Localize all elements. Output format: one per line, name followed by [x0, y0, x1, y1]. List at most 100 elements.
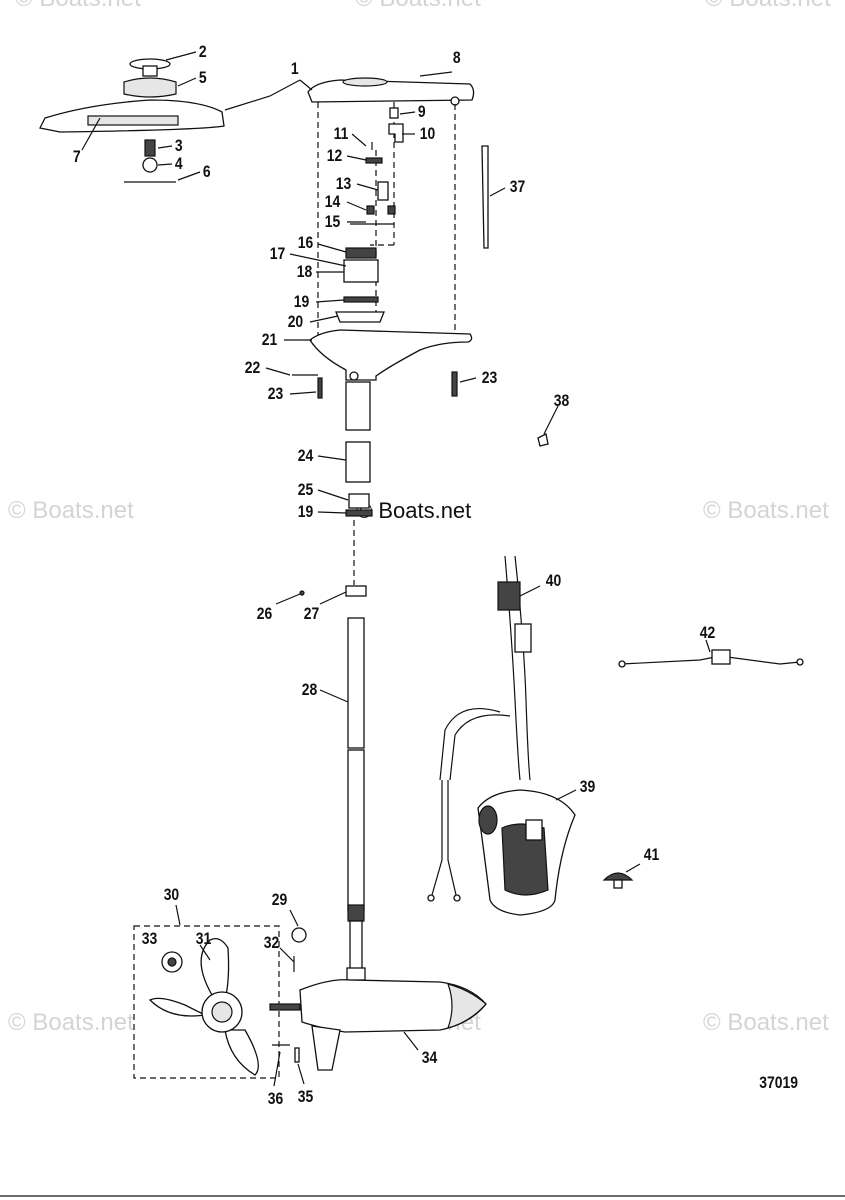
shaft-spring-part — [347, 904, 365, 922]
knob-cap-stem-part — [613, 879, 623, 889]
callout-label: 19 — [294, 293, 310, 312]
callout-label: 13 — [336, 175, 352, 194]
pin-part — [317, 377, 323, 399]
watermark-text: © Boats.net — [705, 0, 831, 12]
foot-pedal-button-part — [525, 819, 543, 841]
shaft-collar-part — [345, 381, 371, 431]
callout-label: 23 — [268, 385, 284, 404]
callout-label: 8 — [453, 49, 461, 68]
callout-label: 20 — [288, 313, 303, 332]
callout-label: 27 — [304, 605, 319, 624]
composite-shaft-part — [347, 617, 365, 749]
terminal-ring-part — [796, 658, 804, 666]
cable-plug-part — [514, 623, 532, 653]
propeller-washer-part — [291, 927, 307, 943]
clip-part — [365, 157, 383, 164]
callout-label: 9 — [418, 103, 426, 122]
callout-label: 39 — [580, 778, 596, 797]
gear-part — [345, 247, 377, 259]
spring-part — [144, 139, 156, 157]
bearing-ring-part — [343, 296, 379, 303]
top-cover-recess-part — [342, 77, 388, 87]
callout-label: 7 — [73, 148, 81, 167]
composite-shaft-part — [347, 749, 365, 911]
callout-label: 34 — [422, 1049, 438, 1068]
fitting-part — [389, 107, 399, 119]
connector-part — [388, 123, 404, 143]
callout-label: 3 — [175, 137, 183, 156]
shaft-sleeve-part — [345, 441, 371, 483]
power-lead-part — [449, 714, 511, 781]
diagram-id: 37019 — [759, 1074, 798, 1093]
callout-label: 42 — [700, 624, 716, 643]
propeller-blade-part — [224, 1029, 259, 1076]
battery-lead-part — [621, 655, 801, 665]
bushing-part — [345, 509, 373, 517]
watermark-text: © Boats.net — [703, 1009, 829, 1036]
watermark-text: © Boats.net — [15, 0, 141, 12]
callout-label: 6 — [203, 163, 211, 182]
callout-labels: 2 5 3 4 6 7 1 8 9 10 11 12 13 14 15 16 1… — [73, 43, 716, 1109]
foot-pedal-knob-part — [478, 805, 498, 835]
power-lead-part — [431, 780, 443, 896]
callout-label: 41 — [644, 846, 660, 865]
housing-hole-part — [349, 371, 359, 381]
watermark-text: © Boats.net — [703, 497, 829, 524]
callout-label: 22 — [245, 359, 261, 378]
set-screw-part — [299, 590, 305, 596]
callout-label: 25 — [298, 481, 314, 500]
callout-label: 15 — [325, 213, 341, 232]
watermark-text: © Boats.net — [8, 497, 134, 524]
callout-label: 2 — [199, 43, 207, 62]
power-lead-part — [447, 780, 457, 896]
callout-label: 36 — [268, 1090, 284, 1109]
callout-label: 24 — [298, 447, 314, 466]
screw-part — [387, 205, 396, 215]
propeller-nut-center-part — [167, 957, 177, 967]
parts-layer — [39, 58, 804, 1079]
cap-part — [537, 433, 549, 447]
bearing-base-part — [335, 311, 385, 323]
sensor-part — [377, 181, 389, 201]
callout-label: 29 — [272, 891, 288, 910]
callout-label: 40 — [546, 572, 561, 591]
callout-label: 37 — [510, 178, 525, 197]
motor-skeg-part — [311, 1025, 341, 1071]
terminal-ring-part — [618, 660, 626, 668]
foot-pedal-pad-part — [501, 823, 549, 896]
fuse-holder-part — [711, 649, 731, 665]
callout-label: 1 — [291, 60, 299, 79]
shaft-end-part — [346, 967, 366, 981]
top-cover-boss-part — [450, 96, 460, 106]
leader-lines — [81, 51, 711, 1087]
callout-label: 10 — [420, 125, 435, 144]
shaft-clamp-part — [348, 493, 370, 509]
callout-label: 11 — [334, 125, 349, 144]
callout-label: 31 — [196, 930, 212, 949]
watermark-text: © Boats.net — [8, 1009, 134, 1036]
callout-label: 17 — [270, 245, 285, 264]
gear-housing-part — [343, 259, 379, 283]
callout-label: 21 — [262, 331, 278, 350]
callout-label: 28 — [302, 681, 318, 700]
nut-part — [142, 157, 158, 173]
callout-label: 12 — [327, 147, 343, 166]
callout-label: 30 — [164, 886, 179, 905]
display-label-part — [87, 115, 179, 126]
callout-label: 18 — [297, 263, 313, 282]
cable-connector-part — [497, 581, 521, 611]
propeller-hub-center-part — [211, 1001, 233, 1023]
callout-label: 5 — [199, 69, 207, 88]
callout-label: 4 — [175, 155, 183, 174]
propeller-blade-part — [200, 937, 230, 1001]
power-lead-part — [439, 708, 501, 781]
shaft-sleeve-part — [345, 585, 367, 597]
propeller-shaft-part — [269, 1003, 301, 1011]
drive-pin-part — [294, 1047, 300, 1063]
cable-part — [349, 920, 363, 970]
propeller-blade-part — [148, 997, 208, 1017]
callout-label: 19 — [298, 503, 314, 522]
callout-label: 32 — [264, 934, 280, 953]
knob-cap-part — [602, 872, 634, 881]
watermark-center-text: © Boats.net — [356, 498, 471, 523]
